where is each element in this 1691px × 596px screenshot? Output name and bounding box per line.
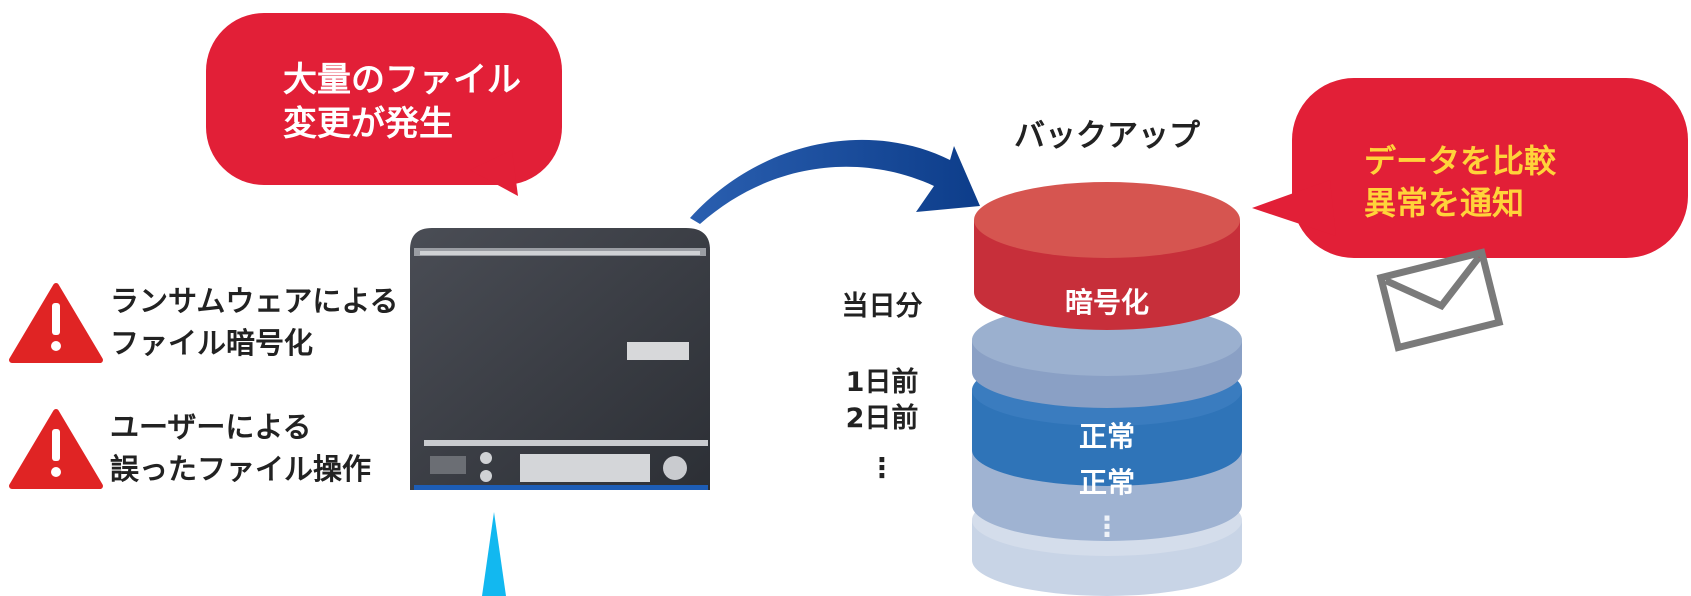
layer-normal-1-label: 正常 xyxy=(1078,420,1135,453)
day-2-label: 2日前 xyxy=(845,403,919,434)
warning-ransomware-line2: ファイル暗号化 xyxy=(110,326,314,360)
notify-bubble-line2: 異常を通知 xyxy=(1364,184,1525,222)
curved-arrow-icon xyxy=(690,139,980,224)
envelope-icon xyxy=(1376,248,1504,352)
nas-server-icon xyxy=(410,228,710,490)
day-1-label: 1日前 xyxy=(845,367,919,398)
notify-bubble-line1: データを比較 xyxy=(1364,142,1557,180)
layer-encrypted-label: 暗号化 xyxy=(1064,286,1149,319)
change-speech-bubble xyxy=(206,13,562,196)
warning-user-error-line1: ユーザーによる xyxy=(110,410,312,444)
warning-triangle-icon xyxy=(9,283,103,363)
day-today-label: 当日分 xyxy=(841,291,923,322)
layer-more-label: ⋮ xyxy=(1093,510,1121,543)
backup-stack xyxy=(972,182,1242,596)
layer-normal-2-label: 正常 xyxy=(1078,466,1135,499)
warning-triangle-icon xyxy=(9,409,103,489)
pointer-cursor xyxy=(482,512,506,596)
warning-user-error-line2: 誤ったファイル操作 xyxy=(110,452,372,486)
backup-title: バックアップ xyxy=(1014,118,1200,154)
change-bubble-line1: 大量のファイル xyxy=(283,60,521,100)
change-bubble-line2: 変更が発生 xyxy=(283,104,453,144)
warning-ransomware-line1: ランサムウェアによる xyxy=(110,284,399,318)
notify-speech-bubble xyxy=(1252,78,1688,258)
day-more-label: ⋮ xyxy=(868,453,896,484)
